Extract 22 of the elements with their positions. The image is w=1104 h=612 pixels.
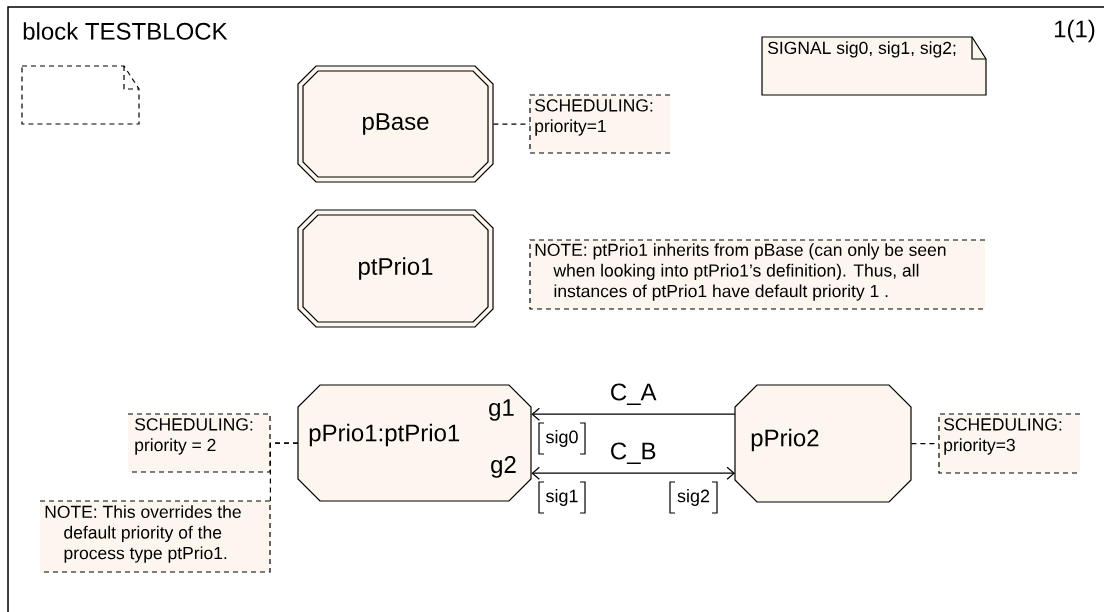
signal-list: sig1: [538, 481, 586, 514]
comment-box: NOTE: This overrides the default priority of the process type ptPrio1.: [39, 500, 271, 573]
connector-line: [269, 442, 299, 502]
channel-name: C_A: [608, 382, 658, 407]
channel-arrow: [531, 407, 736, 421]
signal-list: sig2: [669, 481, 718, 514]
gate-label: g2: [491, 456, 516, 478]
text-symbol: [21, 65, 140, 125]
signal-declaration: SIGNAL sig0, sig1, sig2;: [761, 36, 987, 96]
comment-box: SCHEDULING: priority=3: [938, 413, 1081, 474]
signal-list: sig0: [538, 422, 586, 455]
channel-arrow: [531, 466, 735, 480]
connector-line: [910, 443, 940, 445]
comment-box: NOTE: ptPrio1 inherits from pBase (can only be seen when looking into ptPrio1’s definition). Thus, all instances of ptPrio1 have default priority 1 .: [529, 239, 986, 310]
block-title: block TESTBLOCK: [23, 22, 228, 40]
comment-box: SCHEDULING: priority = 2: [127, 413, 271, 473]
channel-name: C_B: [608, 441, 658, 466]
block-frame: [7, 6, 1104, 612]
page-number: 1(1): [1054, 19, 1095, 43]
comment-box: SCHEDULING: priority=1: [529, 94, 671, 154]
connector-line: [492, 123, 531, 125]
gate-label: g1: [489, 399, 514, 421]
